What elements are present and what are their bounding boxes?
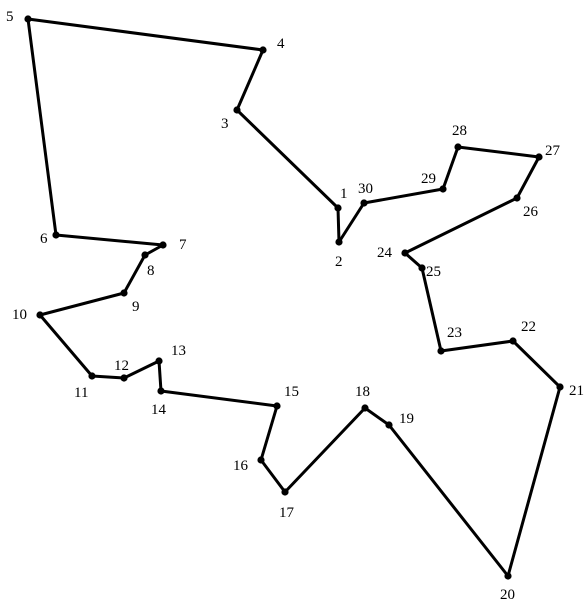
vertex-2 — [335, 238, 343, 246]
edge-12-13 — [122, 359, 161, 380]
vertex-3 — [233, 106, 241, 114]
vertex-label-18: 18 — [355, 384, 370, 400]
vertex-22 — [509, 337, 517, 345]
vertex-25 — [418, 264, 426, 272]
vertex-15 — [273, 402, 281, 410]
edge-16-17 — [259, 458, 287, 494]
vertex-label-25: 25 — [426, 264, 441, 280]
edge-27-28 — [456, 145, 541, 159]
edge-4-5 — [26, 17, 265, 52]
vertex-5 — [24, 15, 32, 23]
vertex-30 — [360, 199, 368, 207]
vertex-label-6: 6 — [40, 231, 48, 247]
vertex-label-22: 22 — [521, 319, 536, 335]
edge-30-2 — [337, 201, 366, 244]
edge-28-29 — [441, 145, 460, 191]
vertex-label-17: 17 — [279, 505, 295, 521]
vertex-label-12: 12 — [114, 358, 129, 374]
vertex-17 — [281, 488, 289, 496]
vertex-label-3: 3 — [221, 116, 229, 132]
vertex-label-11: 11 — [74, 385, 88, 401]
vertex-9 — [120, 289, 128, 297]
vertex-label-29: 29 — [421, 171, 436, 187]
vertex-label-19: 19 — [399, 411, 414, 427]
vertex-label-5: 5 — [6, 9, 14, 25]
vertex-label-4: 4 — [277, 36, 285, 52]
vertex-13 — [155, 357, 163, 365]
vertex-18 — [361, 404, 369, 412]
vertex-label-26: 26 — [523, 204, 539, 220]
vertex-label-27: 27 — [545, 143, 561, 159]
edge-15-16 — [259, 404, 279, 462]
vertex-12 — [120, 374, 128, 382]
vertex-19 — [385, 421, 393, 429]
vertex-11 — [88, 372, 96, 380]
edge-2-1 — [336, 206, 341, 244]
edge-21-22 — [511, 339, 562, 389]
vertex-29 — [439, 185, 447, 193]
edge-17-18 — [283, 406, 367, 494]
vertex-label-7: 7 — [179, 237, 187, 253]
edge-1-3 — [235, 108, 340, 210]
edge-24-26 — [403, 196, 519, 255]
vertex-label-2: 2 — [335, 254, 343, 270]
vertex-10 — [36, 311, 44, 319]
vertex-6 — [52, 231, 60, 239]
edge-11-12 — [90, 374, 126, 380]
edge-26-27 — [515, 155, 541, 200]
vertex-14 — [157, 387, 165, 395]
vertex-label-30: 30 — [358, 181, 373, 197]
vertex-27 — [535, 153, 543, 161]
vertex-7 — [159, 241, 167, 249]
vertex-label-16: 16 — [233, 458, 249, 474]
vertex-21 — [556, 383, 564, 391]
polygon-vertices — [24, 15, 564, 580]
edge-20-21 — [506, 385, 562, 578]
edge-3-4 — [235, 48, 265, 112]
edge-8-9 — [122, 253, 147, 295]
edge-5-6 — [26, 17, 58, 237]
edge-13-14 — [157, 359, 163, 393]
vertex-20 — [504, 572, 512, 580]
vertex-label-14: 14 — [151, 402, 167, 418]
vertex-label-8: 8 — [147, 263, 155, 279]
vertex-26 — [513, 194, 521, 202]
vertex-label-13: 13 — [171, 343, 186, 359]
edge-25-24 — [403, 251, 424, 270]
vertex-label-21: 21 — [569, 383, 584, 399]
vertex-24 — [401, 249, 409, 257]
vertex-label-23: 23 — [447, 325, 462, 341]
edge-19-20 — [387, 423, 510, 578]
vertex-23 — [437, 347, 445, 355]
vertex-label-20: 20 — [500, 587, 515, 603]
vertex-label-9: 9 — [132, 299, 140, 315]
vertex-label-28: 28 — [452, 123, 467, 139]
edge-14-15 — [159, 389, 279, 408]
edge-23-25 — [420, 266, 443, 353]
edge-29-30 — [362, 187, 445, 205]
vertex-label-1: 1 — [340, 186, 348, 202]
vertex-1 — [334, 204, 342, 212]
edge-9-10 — [38, 291, 126, 317]
edge-18-19 — [363, 406, 391, 427]
edge-6-7 — [54, 233, 165, 247]
edge-10-11 — [38, 313, 94, 378]
vertex-8 — [141, 251, 149, 259]
vertex-4 — [259, 46, 267, 54]
polygon-edges — [26, 17, 562, 578]
edge-22-23 — [439, 339, 515, 353]
vertex-28 — [454, 143, 462, 151]
vertex-label-15: 15 — [284, 384, 299, 400]
vertex-label-24: 24 — [377, 245, 393, 261]
vertex-16 — [257, 456, 265, 464]
vertex-label-10: 10 — [12, 307, 27, 323]
